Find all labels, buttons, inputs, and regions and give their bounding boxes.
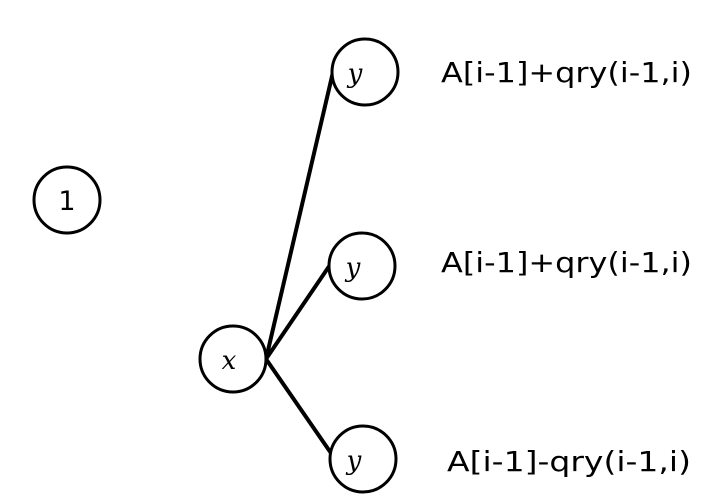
edge-x-to-y-top	[264, 70, 335, 361]
edge-x-to-y-middle	[264, 260, 334, 361]
node-1-circle	[32, 165, 102, 235]
node-y-bottom-circle	[328, 424, 398, 494]
node-y-bottom: y	[328, 424, 398, 494]
node-1: 1	[32, 165, 102, 235]
edge-x-to-y-bottom	[264, 357, 335, 458]
node-x-label: x	[222, 346, 237, 376]
annotation-bottom: A[i-1]-qry(i-1,i)	[447, 445, 691, 478]
node-y-top-label: y	[347, 59, 363, 89]
node-x-circle	[198, 324, 268, 394]
node-y-middle: y	[327, 231, 397, 301]
node-y-top: y	[330, 37, 400, 107]
node-y-middle-label: y	[345, 253, 361, 283]
annotation-top: A[i-1]+qry(i-1,i)	[441, 56, 692, 89]
node-y-middle-circle	[327, 231, 397, 301]
node-y-top-circle	[330, 37, 400, 107]
node-1-label: 1	[58, 186, 75, 217]
node-y-bottom-label: y	[346, 446, 362, 476]
annotation-middle: A[i-1]+qry(i-1,i)	[441, 246, 692, 279]
node-x: x	[198, 324, 268, 394]
